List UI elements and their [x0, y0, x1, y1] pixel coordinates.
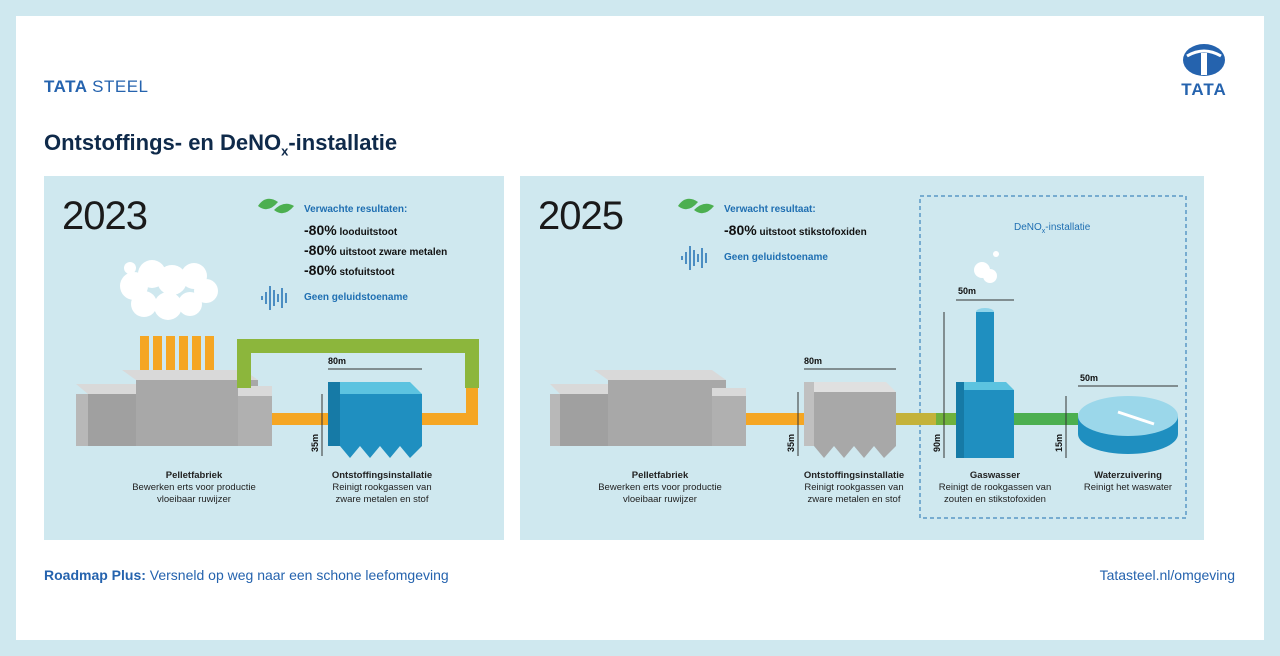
result-metals-pct: -80%: [304, 242, 337, 258]
title-main: Ontstoffings- en DeNO: [44, 130, 282, 155]
year-2023: 2023: [62, 194, 148, 238]
pellet-title: Pelletfabriek: [165, 470, 223, 481]
result-dust: -80% stofuitstoot: [304, 262, 394, 278]
panel-2023: 2023 Verwachte resultaten: -80% looduits…: [44, 176, 504, 540]
denox-main: DeNO: [1014, 222, 1042, 233]
scrubber-desc2: zouten en stikstofoxiden: [944, 494, 1046, 505]
label-dust-2023: Ontstoffingsinstallatie Reinigt rookgass…: [302, 470, 462, 506]
diagram-2025: [550, 195, 1187, 519]
footer-roadmap-bold: Roadmap Plus:: [44, 567, 146, 583]
dust-desc2: zware metalen en stof: [335, 494, 429, 505]
result-lead-pct: -80%: [304, 222, 337, 238]
brand-light: STEEL: [92, 77, 149, 96]
noise-2025: Geen geluidstoename: [724, 252, 828, 263]
page-title: Ontstoffings- en DeNOx-installatie: [44, 130, 397, 158]
logo-word: TATA: [1181, 80, 1227, 99]
diagram-2023: [76, 198, 479, 458]
result-nox-text: uitstoot stikstofoxiden: [759, 227, 867, 238]
chimneys: [140, 336, 214, 380]
pellet-factory: [76, 370, 272, 446]
denox-sub: x: [1041, 228, 1046, 235]
leaf-icon: [258, 198, 294, 214]
pellet-factory-2025: [550, 370, 746, 446]
leaf-icon-2025: [678, 198, 714, 214]
label-scrubber: Gaswasser Reinigt de rookgassen van zout…: [922, 470, 1068, 506]
results-heading-2025: Verwacht resultaat:: [724, 204, 816, 215]
sound-wave-icon-2025: [681, 246, 707, 270]
denox-label: DeNOx-installatie: [1014, 222, 1090, 235]
dust-title: Ontstoffingsinstallatie: [331, 470, 433, 481]
dim-scrubber-width: 50m: [958, 286, 977, 296]
title-sub: x: [281, 143, 289, 159]
denox-tail: -installatie: [1045, 222, 1091, 233]
result-nox: -80% uitstoot stikstofoxiden: [724, 222, 867, 238]
footer-roadmap: Roadmap Plus: Versneld op weg naar een s…: [44, 567, 449, 583]
smoke-icon: [120, 260, 218, 320]
result-lead: -80% looduitstoot: [304, 222, 397, 238]
footer-roadmap-text: Versneld op weg naar een schone leefomge…: [145, 567, 449, 583]
noise-2023: Geen geluidstoename: [304, 292, 408, 303]
title-tail: -installatie: [288, 130, 398, 155]
dust-installation: [328, 382, 422, 458]
brand-wordmark: TATA STEEL: [44, 77, 149, 97]
scrubber-title: Gaswasser: [969, 470, 1021, 481]
dim-water-height: 15m: [1054, 433, 1065, 453]
result-nox-pct: -80%: [724, 222, 757, 238]
water-desc1: Reinigt het waswater: [1083, 482, 1173, 493]
result-dust-text: stofuitstoot: [339, 267, 395, 278]
brand-bold: TATA: [44, 77, 87, 96]
result-dust-pct: -80%: [304, 262, 337, 278]
sound-wave-icon: [261, 286, 287, 310]
result-metals: -80% uitstoot zware metalen: [304, 242, 447, 258]
dim-scrubber-height: 90m: [932, 433, 943, 453]
footer-link[interactable]: Tatasteel.nl/omgeving: [1099, 567, 1235, 583]
dust-desc1: Reinigt rookgassen van: [332, 482, 432, 493]
pellet-desc2: vloeibaar ruwijzer: [157, 494, 231, 505]
result-metals-text: uitstoot zware metalen: [339, 247, 448, 258]
label-water: Waterzuivering Reinigt het waswater: [1070, 470, 1186, 494]
result-lead-text: looduitstoot: [339, 227, 398, 238]
dust-installation-2025: [804, 382, 896, 458]
gas-scrubber: [956, 251, 1014, 458]
pellet-desc1-2025: Bewerken erts voor productie: [598, 482, 722, 493]
water-title: Waterzuivering: [1094, 470, 1162, 481]
dim-height-2023: 35m: [310, 433, 321, 453]
dust-desc2-2025: zware metalen en stof: [807, 494, 901, 505]
pellet-desc2-2025: vloeibaar ruwijzer: [623, 494, 697, 505]
water-treatment: [1078, 396, 1178, 454]
pellet-desc1: Bewerken erts voor productie: [132, 482, 256, 493]
dim-width-2023: 80m: [328, 356, 347, 366]
panel-2025: 2025 Verwacht resultaat: -80% uitstoot s…: [520, 176, 1204, 540]
tata-logo: TATA: [1174, 42, 1234, 100]
denox-dashed-box: [919, 195, 1187, 519]
label-pellet-2025: Pelletfabriek Bewerken erts voor product…: [570, 470, 750, 506]
label-pellet-2023: Pelletfabriek Bewerken erts voor product…: [104, 470, 284, 506]
dust-desc1-2025: Reinigt rookgassen van: [804, 482, 904, 493]
year-2025: 2025: [538, 194, 624, 238]
pellet-title-2025: Pelletfabriek: [631, 470, 689, 481]
tata-logo-icon: [1183, 44, 1225, 76]
dust-title-2025: Ontstoffingsinstallatie: [803, 470, 905, 481]
dim-dust-width-2025: 80m: [804, 356, 823, 366]
dim-dust-height-2025: 35m: [786, 433, 797, 453]
dim-water-width: 50m: [1080, 373, 1099, 383]
scrubber-desc1: Reinigt de rookgassen van: [938, 482, 1052, 493]
results-heading-2023: Verwachte resultaten:: [304, 204, 408, 215]
label-dust-2025: Ontstoffingsinstallatie Reinigt rookgass…: [774, 470, 934, 506]
